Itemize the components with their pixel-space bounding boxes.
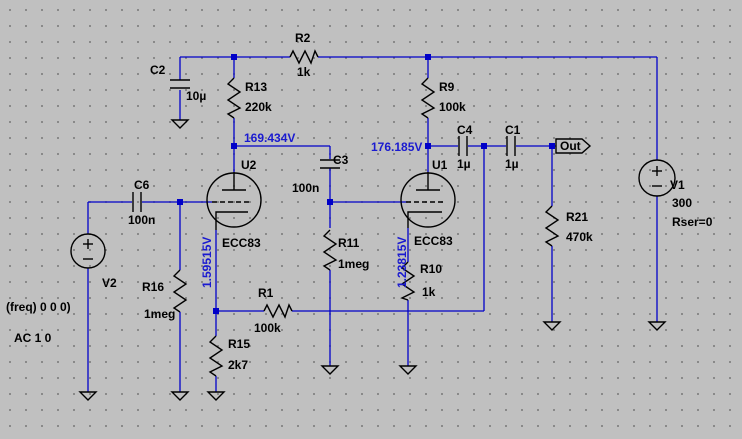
label-r2: R2 bbox=[295, 31, 311, 45]
voltage-source-v1[interactable] bbox=[638, 159, 676, 197]
voltage-source-v2[interactable] bbox=[70, 233, 106, 269]
capacitor-c2[interactable] bbox=[170, 79, 190, 89]
spec-v2: (freq) 0 0 0) bbox=[6, 300, 71, 314]
label-r16: R16 bbox=[142, 280, 164, 294]
ground-icon bbox=[542, 321, 562, 331]
value-r11: 1meg bbox=[338, 257, 369, 271]
capacitor-c6[interactable] bbox=[132, 192, 142, 212]
resistor-r2[interactable] bbox=[289, 49, 319, 65]
resistor-r10[interactable] bbox=[400, 261, 416, 301]
triode-u1[interactable] bbox=[400, 172, 456, 228]
resistor-r16[interactable] bbox=[172, 269, 188, 313]
value-c1: 1µ bbox=[505, 157, 519, 171]
label-r15: R15 bbox=[228, 337, 250, 351]
voltage-u1-cathode: 1.23815V bbox=[395, 237, 409, 288]
label-c2: C2 bbox=[150, 63, 166, 77]
label-r11: R11 bbox=[338, 236, 360, 250]
value-r16: 1meg bbox=[144, 307, 175, 321]
triode-u2[interactable] bbox=[206, 172, 262, 230]
label-u1: U1 bbox=[432, 158, 448, 172]
label-c1: C1 bbox=[505, 123, 521, 137]
ac-v2: AC 1 0 bbox=[14, 331, 52, 345]
resistor-r13[interactable] bbox=[226, 77, 242, 119]
ground-icon bbox=[320, 365, 340, 375]
label-r21: R21 bbox=[566, 210, 588, 224]
value-r9: 100k bbox=[439, 100, 466, 114]
voltage-u2-plate: 169.434V bbox=[244, 131, 295, 145]
rser-v1: Rser=0 bbox=[672, 215, 713, 229]
out-port[interactable] bbox=[555, 138, 592, 154]
capacitor-c1[interactable] bbox=[506, 136, 516, 156]
value-r1: 100k bbox=[254, 321, 281, 335]
capacitor-c3[interactable] bbox=[320, 159, 340, 169]
value-r21: 470k bbox=[566, 230, 593, 244]
label-r9: R9 bbox=[439, 80, 455, 94]
ground-icon bbox=[647, 321, 667, 331]
capacitor-c4[interactable] bbox=[458, 136, 468, 156]
ground-icon bbox=[170, 119, 190, 129]
voltage-u1-plate: 176.185V bbox=[371, 140, 422, 154]
ground-icon bbox=[206, 391, 226, 401]
label-c6: C6 bbox=[134, 178, 150, 192]
value-c2: 10µ bbox=[186, 89, 206, 103]
resistor-r21[interactable] bbox=[544, 205, 560, 247]
voltage-u2-cathode: 1.59515V bbox=[200, 237, 214, 288]
resistor-r9[interactable] bbox=[420, 77, 436, 119]
junction-dots bbox=[177, 54, 555, 314]
label-r1: R1 bbox=[258, 286, 274, 300]
value-c4: 1µ bbox=[457, 157, 471, 171]
label-r13: R13 bbox=[245, 80, 267, 94]
ground-icon bbox=[78, 391, 98, 401]
label-r10: R10 bbox=[420, 262, 442, 276]
label-c3: C3 bbox=[333, 153, 349, 167]
label-v1: V1 bbox=[670, 178, 685, 192]
value-c6: 100n bbox=[128, 213, 155, 227]
resistor-r15[interactable] bbox=[208, 335, 224, 377]
label-u2: U2 bbox=[241, 158, 257, 172]
resistor-r1[interactable] bbox=[263, 303, 293, 319]
value-v1: 300 bbox=[672, 196, 692, 210]
label-out: Out bbox=[560, 139, 581, 153]
label-c4: C4 bbox=[457, 123, 473, 137]
model-u2: ECC83 bbox=[222, 236, 261, 250]
value-r10: 1k bbox=[422, 285, 436, 299]
ground-icon bbox=[170, 391, 190, 401]
value-r15: 2k7 bbox=[228, 358, 248, 372]
resistor-r11[interactable] bbox=[322, 229, 338, 271]
ground-icon bbox=[398, 365, 418, 375]
value-r2: 1k bbox=[297, 65, 311, 79]
value-r13: 220k bbox=[245, 100, 272, 114]
value-c3: 100n bbox=[292, 181, 319, 195]
label-v2: V2 bbox=[102, 276, 117, 290]
wires bbox=[87, 56, 658, 392]
model-u1: ECC83 bbox=[414, 234, 453, 248]
